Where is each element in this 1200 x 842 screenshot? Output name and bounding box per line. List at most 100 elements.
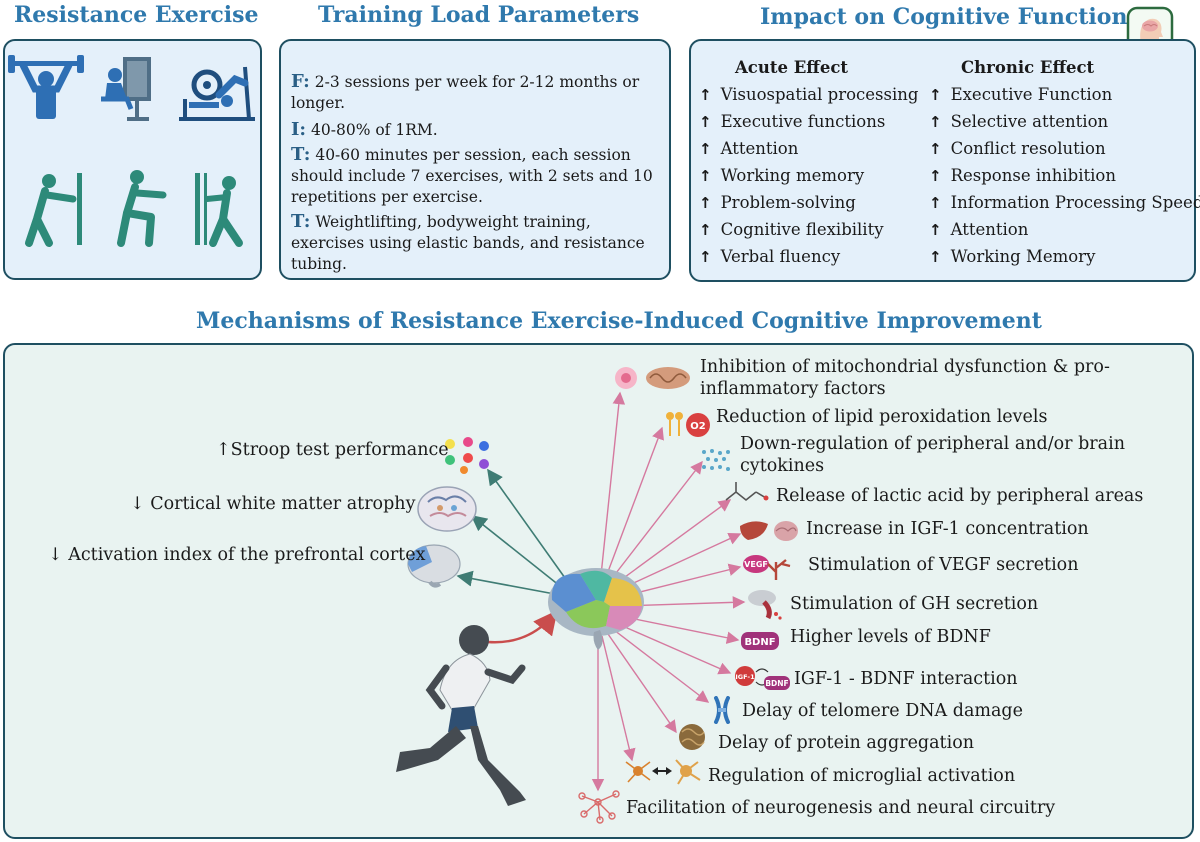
mechanism-text-cont: inflammatory factors [700, 379, 886, 399]
igf-label: IGF-1 [735, 673, 755, 681]
acute-effect-item: Problem-solving [699, 193, 856, 212]
acute-effect-item: Visuospatial processing [699, 85, 919, 104]
vegf-label: VEGF [744, 560, 768, 569]
microglia-icon [625, 759, 701, 785]
mechanism-bdnf: Higher levels of BDNF [790, 627, 991, 647]
bdnf-icon: BDNF [741, 632, 779, 650]
vegf-icon: VEGF [743, 555, 791, 580]
mechanism-text: Down-regulation of peripheral and/or bra… [740, 434, 1125, 454]
frequency-param: F: 2-3 sessions per week for 2-12 months… [291, 71, 659, 114]
intensity-param: I: 40-80% of 1RM. [291, 119, 659, 141]
mechanism-igf1: Increase in IGF-1 concentration [806, 519, 1089, 539]
mechanism-cytokines: Down-regulation of peripheral and/or bra… [740, 433, 1125, 477]
arrow-lipid [602, 426, 664, 586]
stroop-outcome: ↑Stroop test performance [216, 440, 449, 460]
barbell-press-icon [8, 55, 84, 119]
central-brain-icon [548, 568, 644, 650]
igf-bdnf-icon: IGF-1 BDNF [735, 666, 790, 690]
wall-push-icon [25, 173, 82, 247]
chronic-effect-item: Attention [929, 220, 1029, 239]
impact-panel: Acute Effect Chronic Effect Visuospatial… [689, 39, 1200, 282]
chronic-effect-item: Working Memory [929, 247, 1096, 266]
arrow-microglia [601, 635, 636, 762]
param-text: Weightlifting, bodyweight training, exer… [291, 213, 645, 273]
time-param: T: 40-60 minutes per session, each sessi… [291, 144, 659, 208]
band-pull-icon [195, 173, 243, 247]
prefrontal-brain-icon [407, 544, 461, 588]
training-load-panel: F: 2-3 sessions per week for 2-12 months… [279, 39, 671, 280]
lipid-oxygen-icon: O2 [666, 412, 710, 437]
acute-effect-item: Working memory [699, 166, 865, 185]
prefrontal-outcome: ↓ Activation index of the prefrontal cor… [48, 545, 425, 565]
chronic-effect-item: Response inhibition [929, 166, 1116, 185]
param-text: 2-3 sessions per week for 2-12 months or… [291, 73, 640, 112]
mechanism-igf-bdnf: IGF-1 - BDNF interaction [794, 669, 1018, 689]
runner-to-brain-arrow [487, 610, 558, 644]
acute-effect-header: Acute Effect [735, 58, 848, 77]
runner-figure [396, 625, 526, 806]
chronic-effect-header: Chronic Effect [961, 58, 1095, 77]
arrow-cytokines [605, 460, 703, 587]
gh-secretion-icon [748, 590, 782, 620]
mechanism-lactic: Release of lactic acid by peripheral are… [776, 486, 1144, 506]
arrow-telomere [613, 629, 710, 703]
mechanism-neurogenesis: Facilitation of neurogenesis and neural … [626, 798, 1056, 818]
resistance-exercise-panel [3, 39, 262, 280]
white-matter-outcome: ↓ Cortical white matter atrophy [130, 494, 415, 514]
arrow-white-matter [470, 515, 566, 591]
down-arrow: ↓ [130, 494, 145, 514]
mechanisms-title: Mechanisms of Resistance Exercise-Induce… [196, 308, 1042, 334]
white-matter-brain-icon [417, 486, 477, 532]
mechanism-text-cont: cytokines [740, 456, 825, 476]
outcome-text: Stroop test performance [230, 440, 449, 460]
mechanism-gh: Stimulation of GH secretion [790, 594, 1039, 614]
seated-machine-icon [101, 57, 151, 121]
up-arrow: ↑ [216, 440, 231, 460]
chronic-effect-item: Information Processing Speed [929, 193, 1200, 212]
arrow-lactic [609, 499, 732, 589]
arrow-stroop [487, 468, 571, 586]
training-load-title: Training Load Parameters [318, 2, 640, 28]
param-text: 40-60 minutes per session, each session … [291, 146, 653, 206]
acute-effect-item: Executive functions [699, 112, 886, 131]
arrow-prefrontal [456, 570, 561, 596]
inflammation-icon [615, 367, 690, 389]
cytokines-icon [702, 449, 730, 471]
liver-brain-icon [740, 521, 798, 541]
bdnf-small-label: BDNF [765, 679, 788, 688]
bdnf-label: BDNF [744, 637, 775, 648]
type-param: T: Weightlifting, bodyweight training, e… [291, 211, 659, 275]
stroop-colors-icon [445, 437, 489, 474]
arrow-mitochondria [599, 391, 626, 586]
mechanism-telomere: Delay of telomere DNA damage [742, 701, 1023, 721]
impact-cognitive-title: Impact on Cognitive Functions [760, 4, 1140, 30]
chronic-effect-item: Executive Function [929, 85, 1113, 104]
param-key: T: [291, 211, 311, 232]
param-key: I: [291, 119, 307, 140]
mechanism-vegf: Stimulation of VEGF secretion [808, 555, 1079, 575]
protein-aggregate-icon [679, 724, 705, 750]
arrow-protein [607, 633, 677, 734]
down-arrow: ↓ [48, 545, 63, 565]
squat-icon [117, 170, 167, 247]
mechanism-mitochondria: Inhibition of mitochondrial dysfunction … [700, 356, 1110, 400]
mechanism-text: Inhibition of mitochondrial dysfunction … [700, 357, 1110, 377]
param-key: F: [291, 71, 310, 92]
acute-effect-item: Attention [699, 139, 799, 158]
resistance-exercise-title: Resistance Exercise [14, 2, 259, 28]
acute-effect-item: Verbal fluency [699, 247, 841, 266]
arrow-igf-bdnf [617, 623, 732, 675]
mechanism-microglia: Regulation of microglial activation [708, 766, 1016, 786]
param-key: T: [291, 144, 311, 165]
chronic-effect-item: Selective attention [929, 112, 1109, 131]
mechanism-protein: Delay of protein aggregation [718, 733, 974, 753]
chronic-effect-item: Conflict resolution [929, 139, 1106, 158]
param-text: 40-80% of 1RM. [306, 121, 438, 139]
chromosome-icon [714, 696, 730, 724]
acute-effect-item: Cognitive flexibility [699, 220, 884, 239]
neural-network-icon [578, 790, 620, 824]
lactic-acid-icon [725, 482, 769, 502]
outcome-text: Cortical white matter atrophy [144, 494, 416, 514]
arrow-bdnf [619, 615, 740, 644]
